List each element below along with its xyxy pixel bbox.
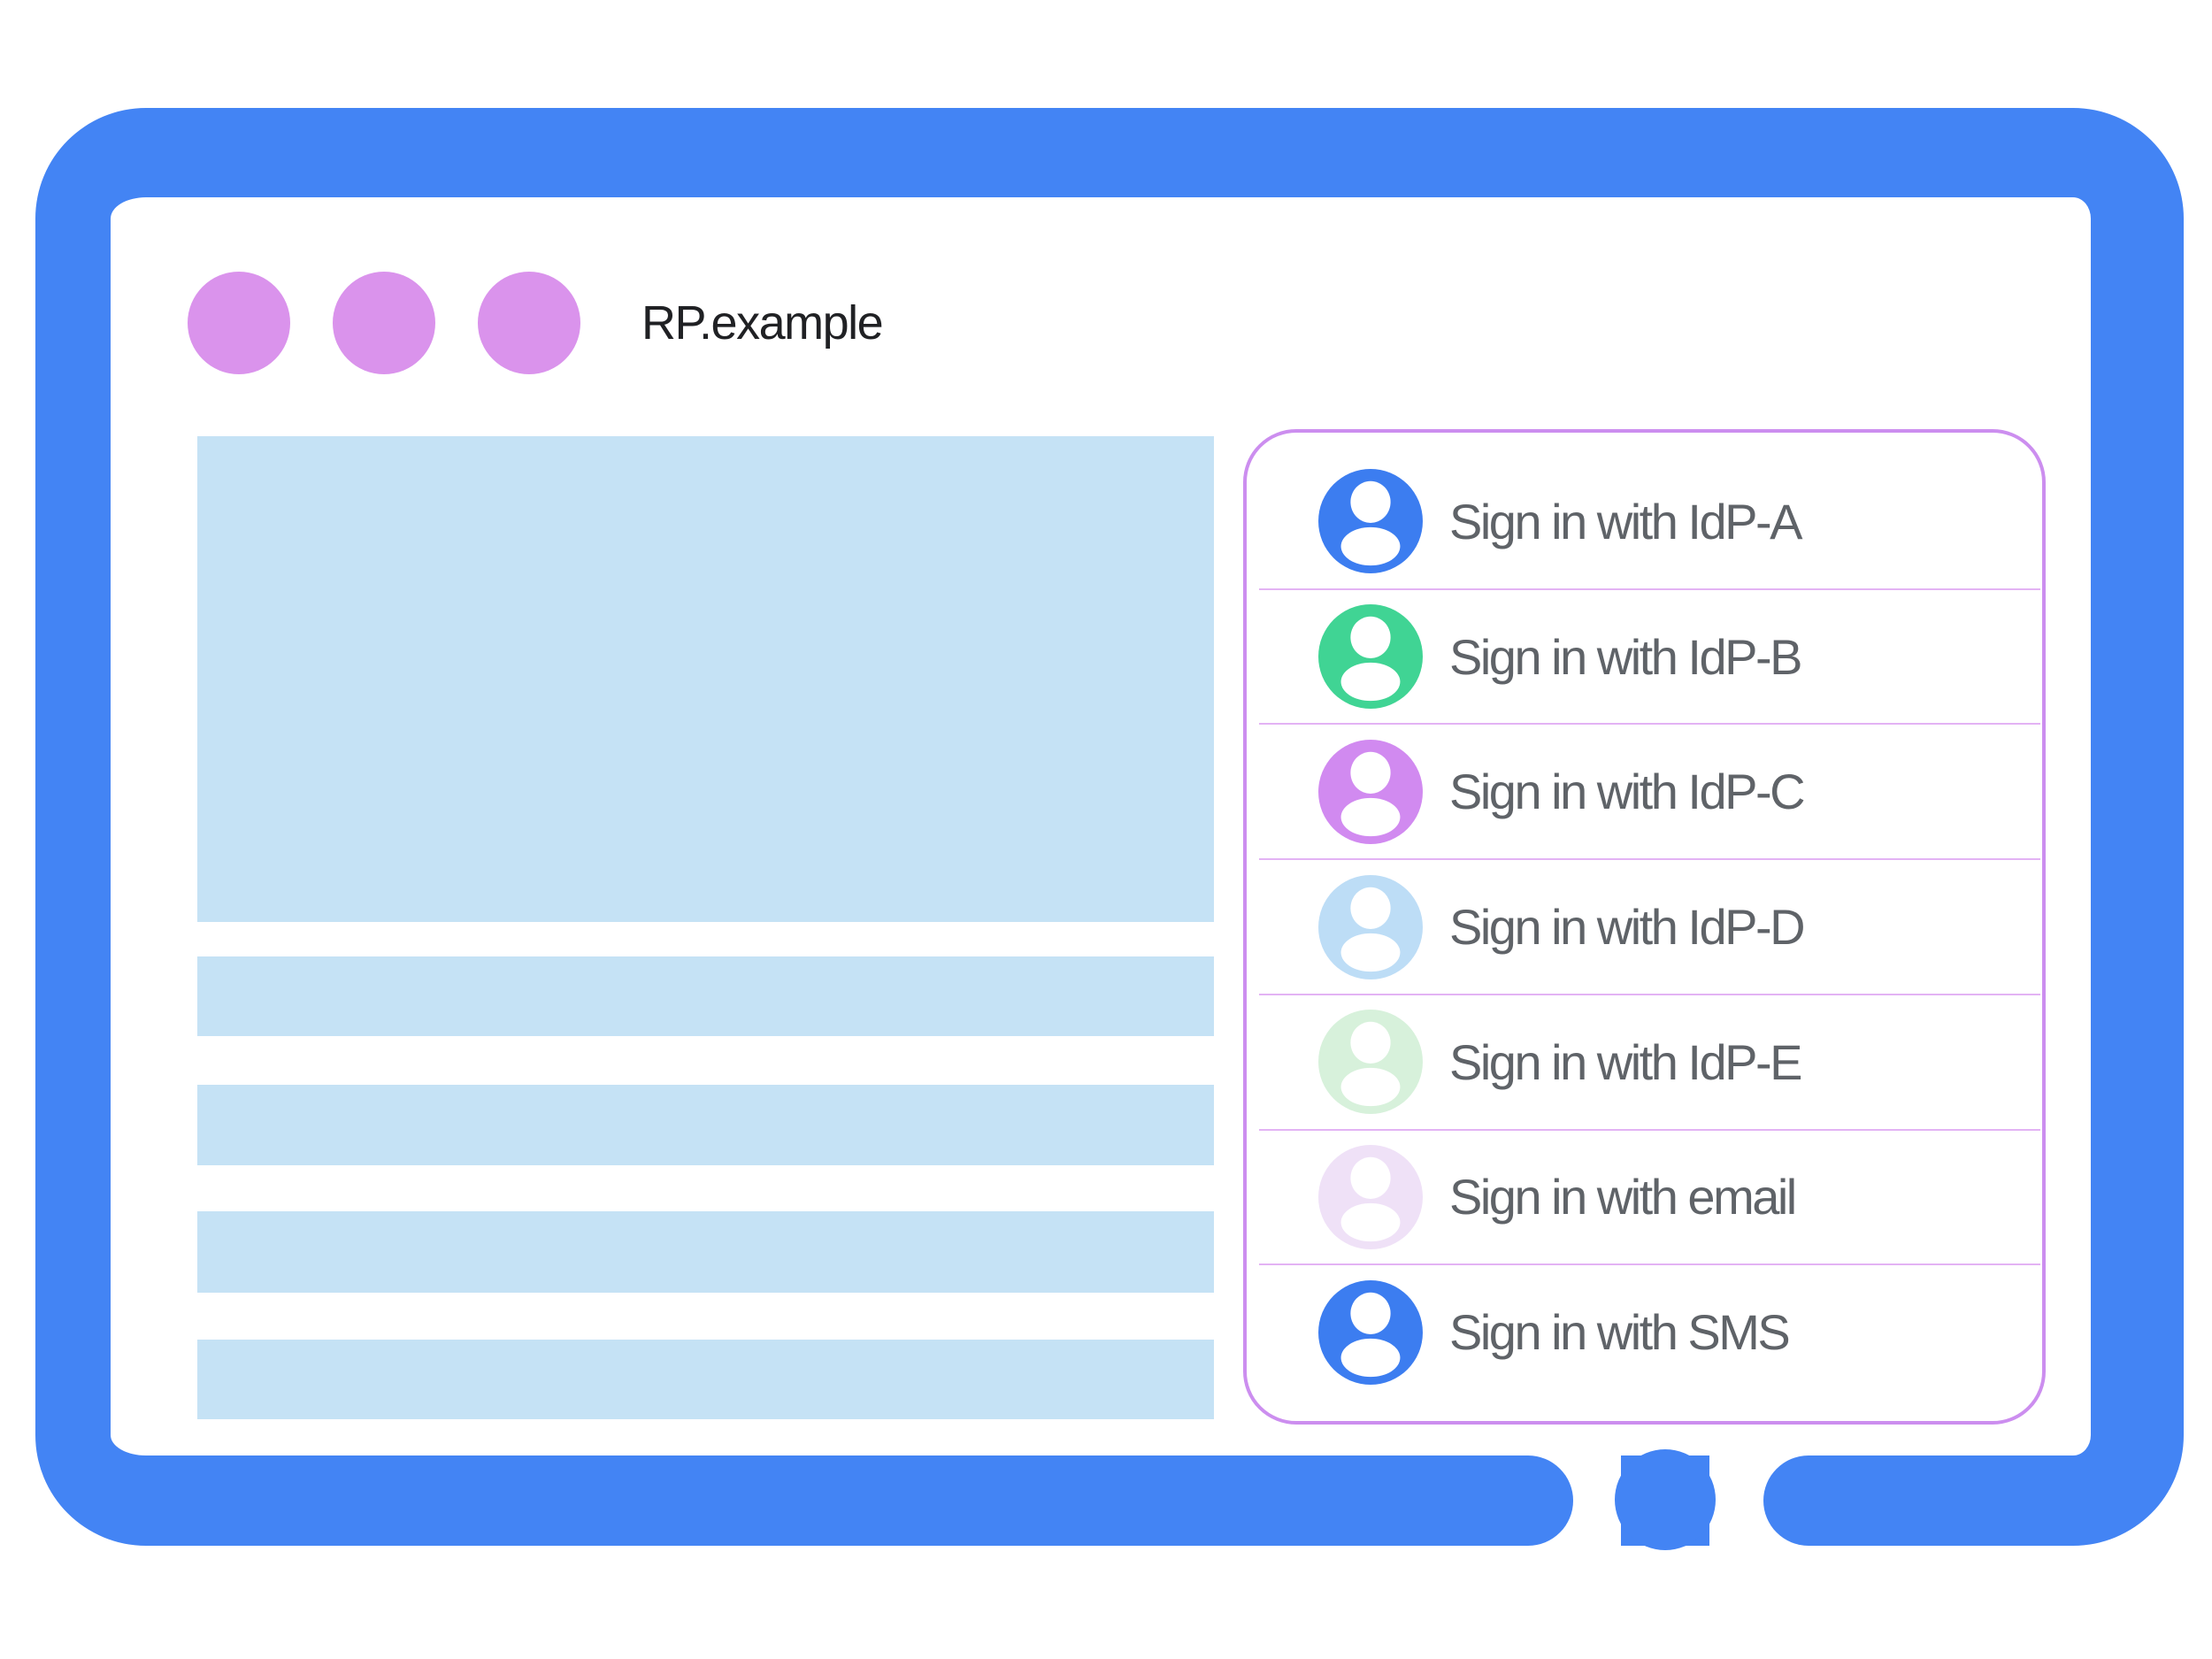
signin-option-idp-e[interactable]: Sign in with IdP-E [1247, 995, 2042, 1129]
row-divider [1259, 723, 2040, 726]
signin-option-email[interactable]: Sign in with email [1247, 1131, 2042, 1264]
row-divider [1259, 588, 2040, 590]
window-control-dot[interactable] [333, 272, 435, 374]
signin-option-sms[interactable]: Sign in with SMS [1247, 1265, 2042, 1399]
row-divider [1259, 993, 2040, 995]
person-icon [1318, 1279, 1423, 1385]
content-placeholder-line [197, 956, 1214, 1036]
signin-option-label: Sign in with IdP-A [1449, 493, 1802, 549]
content-placeholder-line [197, 1085, 1214, 1165]
window-control-dot[interactable] [188, 272, 290, 374]
signin-option-label: Sign in with IdP-E [1449, 1033, 1802, 1090]
signin-option-idp-b[interactable]: Sign in with IdP-B [1247, 590, 2042, 724]
frame-bottom-bar-left-cap [1479, 1455, 1573, 1546]
row-divider [1259, 1263, 2040, 1266]
content-placeholder-hero [197, 436, 1214, 922]
person-icon [1318, 469, 1423, 574]
frame-bottom-bar-right-cap [1763, 1455, 1857, 1546]
content-placeholder-line [197, 1211, 1214, 1293]
site-title: RP.example [641, 296, 884, 349]
person-icon [1318, 1144, 1423, 1249]
signin-option-label: Sign in with SMS [1449, 1304, 1791, 1361]
row-divider [1259, 858, 2040, 861]
window-control-dot[interactable] [478, 272, 580, 374]
signin-option-label: Sign in with IdP-C [1449, 764, 1806, 820]
signin-option-label: Sign in with IdP-D [1449, 899, 1806, 956]
person-icon [1318, 874, 1423, 979]
signin-option-label: Sign in with IdP-B [1449, 628, 1802, 685]
row-divider [1259, 1128, 2040, 1131]
signin-option-idp-c[interactable]: Sign in with IdP-C [1247, 725, 2042, 858]
signin-option-idp-d[interactable]: Sign in with IdP-D [1247, 860, 2042, 994]
person-icon [1318, 1010, 1423, 1115]
signin-panel: Sign in with IdP-A Sign in with IdP-B [1243, 429, 2046, 1425]
person-icon [1318, 739, 1423, 844]
content-placeholder-line [197, 1340, 1214, 1419]
person-icon [1318, 604, 1423, 710]
signin-option-idp-a[interactable]: Sign in with IdP-A [1247, 455, 2042, 588]
home-button[interactable] [1615, 1449, 1716, 1550]
signin-option-label: Sign in with email [1449, 1169, 1797, 1225]
